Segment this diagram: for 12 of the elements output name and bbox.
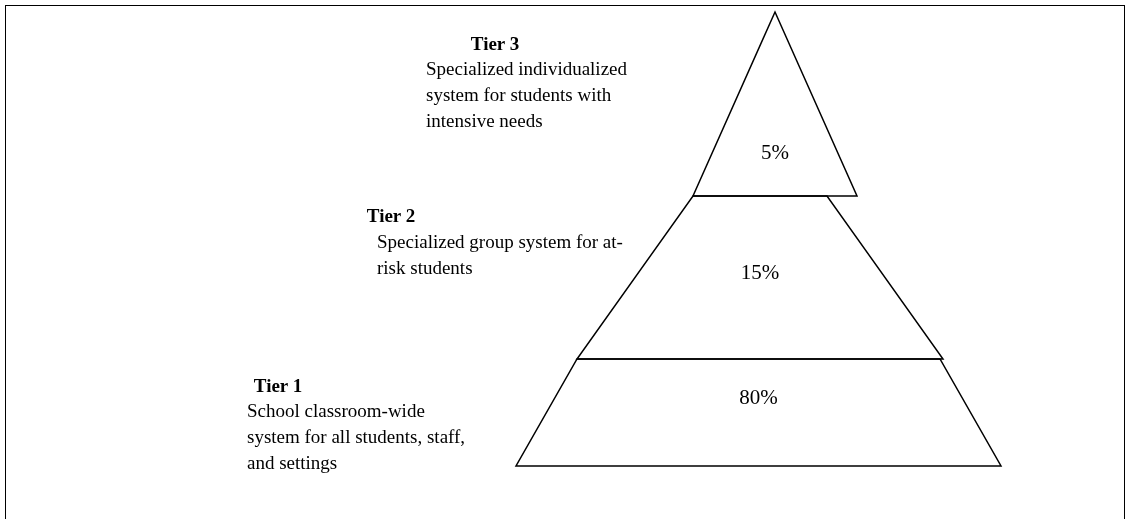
tier-description: Specialized group system for at-risk students	[377, 230, 624, 280]
pyramid-tier	[693, 12, 857, 196]
percentage-label: 5%	[761, 142, 789, 163]
tier-heading: Tier 1	[252, 374, 304, 398]
pyramid-tier	[516, 359, 1001, 466]
tier-description: Specialized individualized system for students with intensive needs	[426, 57, 628, 133]
pyramid-tier	[577, 196, 943, 359]
tier-description: School classroom-wide system for all students, staff, and settings	[247, 399, 467, 475]
tier-heading: Tier 2	[365, 204, 417, 228]
percentage-label: 15%	[740, 262, 780, 283]
percentage-label: 80%	[739, 387, 778, 408]
tier-heading: Tier 3	[469, 32, 521, 56]
